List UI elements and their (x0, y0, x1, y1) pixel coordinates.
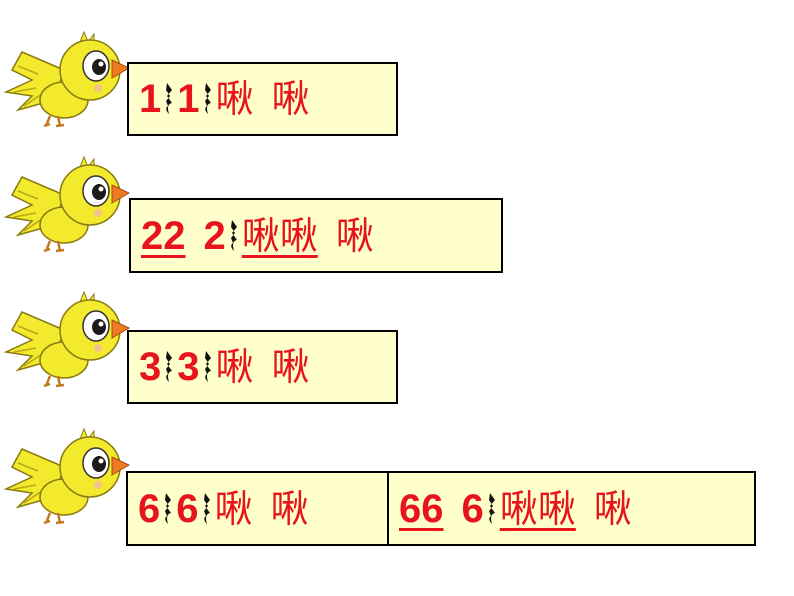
note-number: 66 (399, 486, 444, 531)
yellow-bird-icon (2, 30, 132, 130)
lyric-text: 啾 (335, 213, 374, 258)
lyric-text: 啾啾 (499, 486, 576, 531)
lyric-text: 啾 (270, 486, 309, 531)
note-number: 1 (139, 77, 162, 121)
note-number: 1 (177, 77, 200, 121)
note-number: 6 (138, 486, 161, 531)
note-number: 3 (139, 345, 162, 389)
lyric-text: 啾啾 (241, 213, 318, 258)
quarter-rest-icon (166, 83, 173, 114)
lyric-text: 啾 (215, 345, 254, 389)
note-number: 6 (176, 486, 199, 531)
quarter-rest-icon (165, 492, 172, 524)
lyric-text: 啾 (271, 77, 310, 121)
yellow-bird-icon (2, 427, 132, 527)
note-number: 2 (203, 213, 226, 258)
note-number: 22 (141, 213, 186, 258)
quarter-rest-icon (204, 83, 211, 114)
quarter-rest-icon (488, 492, 495, 524)
quarter-rest-icon (204, 351, 211, 382)
lyric-text: 啾 (215, 77, 254, 121)
yellow-bird-icon (2, 155, 132, 255)
quarter-rest-icon (230, 219, 237, 251)
lyric-text: 啾 (271, 345, 310, 389)
lyric-text: 啾 (214, 486, 253, 531)
note-number: 3 (177, 345, 200, 389)
lyric-text: 啾 (593, 486, 632, 531)
quarter-rest-icon (203, 492, 210, 524)
quarter-rest-icon (166, 351, 173, 382)
yellow-bird-icon (2, 290, 132, 390)
note-number: 6 (461, 486, 484, 531)
